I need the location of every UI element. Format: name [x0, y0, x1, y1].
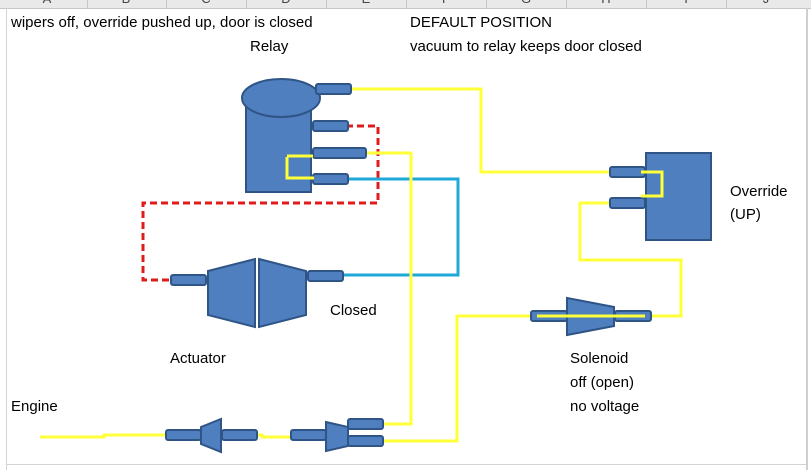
override-internal-yellow	[641, 170, 664, 198]
column-header-g[interactable]: G	[521, 0, 531, 6]
engine-label: Engine	[11, 398, 58, 415]
override-port-upper	[609, 166, 646, 178]
engine-line	[40, 433, 168, 439]
column-header-f[interactable]: F	[442, 0, 450, 6]
column-header-b[interactable]: B	[122, 0, 131, 6]
check-valve-2-port-upper	[347, 418, 384, 430]
column-separator	[646, 0, 647, 8]
sheet-left-border	[6, 8, 7, 470]
solenoid-state-label: off (open)	[570, 374, 634, 391]
red-dashed-line	[141, 124, 380, 282]
check-valve-1[interactable]	[165, 417, 258, 454]
actuator-component[interactable]	[170, 257, 344, 329]
check-valve-2-port-left	[290, 429, 327, 441]
actuator-right-half	[258, 257, 307, 329]
actuator-left-half	[207, 257, 256, 329]
actuator-port-right	[307, 270, 344, 282]
relay-port-middle	[312, 147, 367, 159]
override-state-label: (UP)	[730, 206, 761, 223]
default-position-note: vacuum to relay keeps door closed	[410, 38, 642, 55]
column-header-i[interactable]: I	[684, 0, 688, 6]
relay-port-lower	[312, 173, 349, 185]
column-header-bar: A B C D E F G H I J	[0, 0, 811, 9]
column-separator	[326, 0, 327, 8]
override-to-solenoid-line	[578, 201, 683, 318]
check-valve-2[interactable]	[290, 418, 384, 453]
relay-port-upper	[312, 120, 349, 132]
check-valve-2-body	[325, 420, 349, 453]
valve-to-valve-line	[254, 433, 295, 439]
relay-component[interactable]	[241, 78, 367, 193]
relay-label: Relay	[250, 38, 289, 55]
sheet-right-border	[806, 8, 808, 470]
sheet-bottom-border	[6, 464, 806, 465]
solenoid-label: Solenoid	[570, 350, 629, 367]
column-header-c[interactable]: C	[201, 0, 210, 6]
solenoid-voltage-label: no voltage	[570, 398, 640, 415]
override-port-lower	[609, 197, 646, 209]
relay-to-check-valve-line	[346, 151, 413, 426]
column-separator	[166, 0, 167, 8]
column-header-d[interactable]: D	[281, 0, 290, 6]
check-valve-1-port-right	[221, 429, 258, 441]
column-separator	[406, 0, 407, 8]
state-description: wipers off, override pushed up, door is …	[11, 14, 313, 31]
relay-internal-yellow	[285, 157, 314, 180]
column-separator	[566, 0, 567, 8]
column-header-a[interactable]: A	[43, 0, 52, 6]
override-label: Override	[730, 183, 788, 200]
actuator-label: Actuator	[170, 350, 226, 367]
column-separator	[486, 0, 487, 8]
column-header-j[interactable]: J	[763, 0, 770, 6]
column-separator	[246, 0, 247, 8]
column-separator	[87, 0, 88, 8]
relay-cap	[241, 78, 321, 118]
closed-label: Closed	[330, 302, 377, 319]
column-header-e[interactable]: E	[362, 0, 371, 6]
solenoid-to-check-valve-line	[378, 314, 533, 443]
override-component[interactable]	[609, 152, 712, 241]
actuator-port-left	[170, 274, 207, 286]
default-position-title: DEFAULT POSITION	[410, 14, 552, 31]
column-separator	[726, 0, 727, 8]
check-valve-1-body	[200, 417, 222, 454]
blue-lines	[340, 177, 460, 277]
check-valve-2-port-lower	[347, 435, 384, 447]
relay-to-actuator-dashed-line	[141, 124, 380, 282]
column-header-h[interactable]: H	[601, 0, 610, 6]
relay-to-actuator-blue-line	[340, 177, 460, 277]
check-valve-1-port-left	[165, 429, 202, 441]
relay-port-top	[315, 83, 352, 95]
relay-to-override-line	[346, 87, 614, 174]
